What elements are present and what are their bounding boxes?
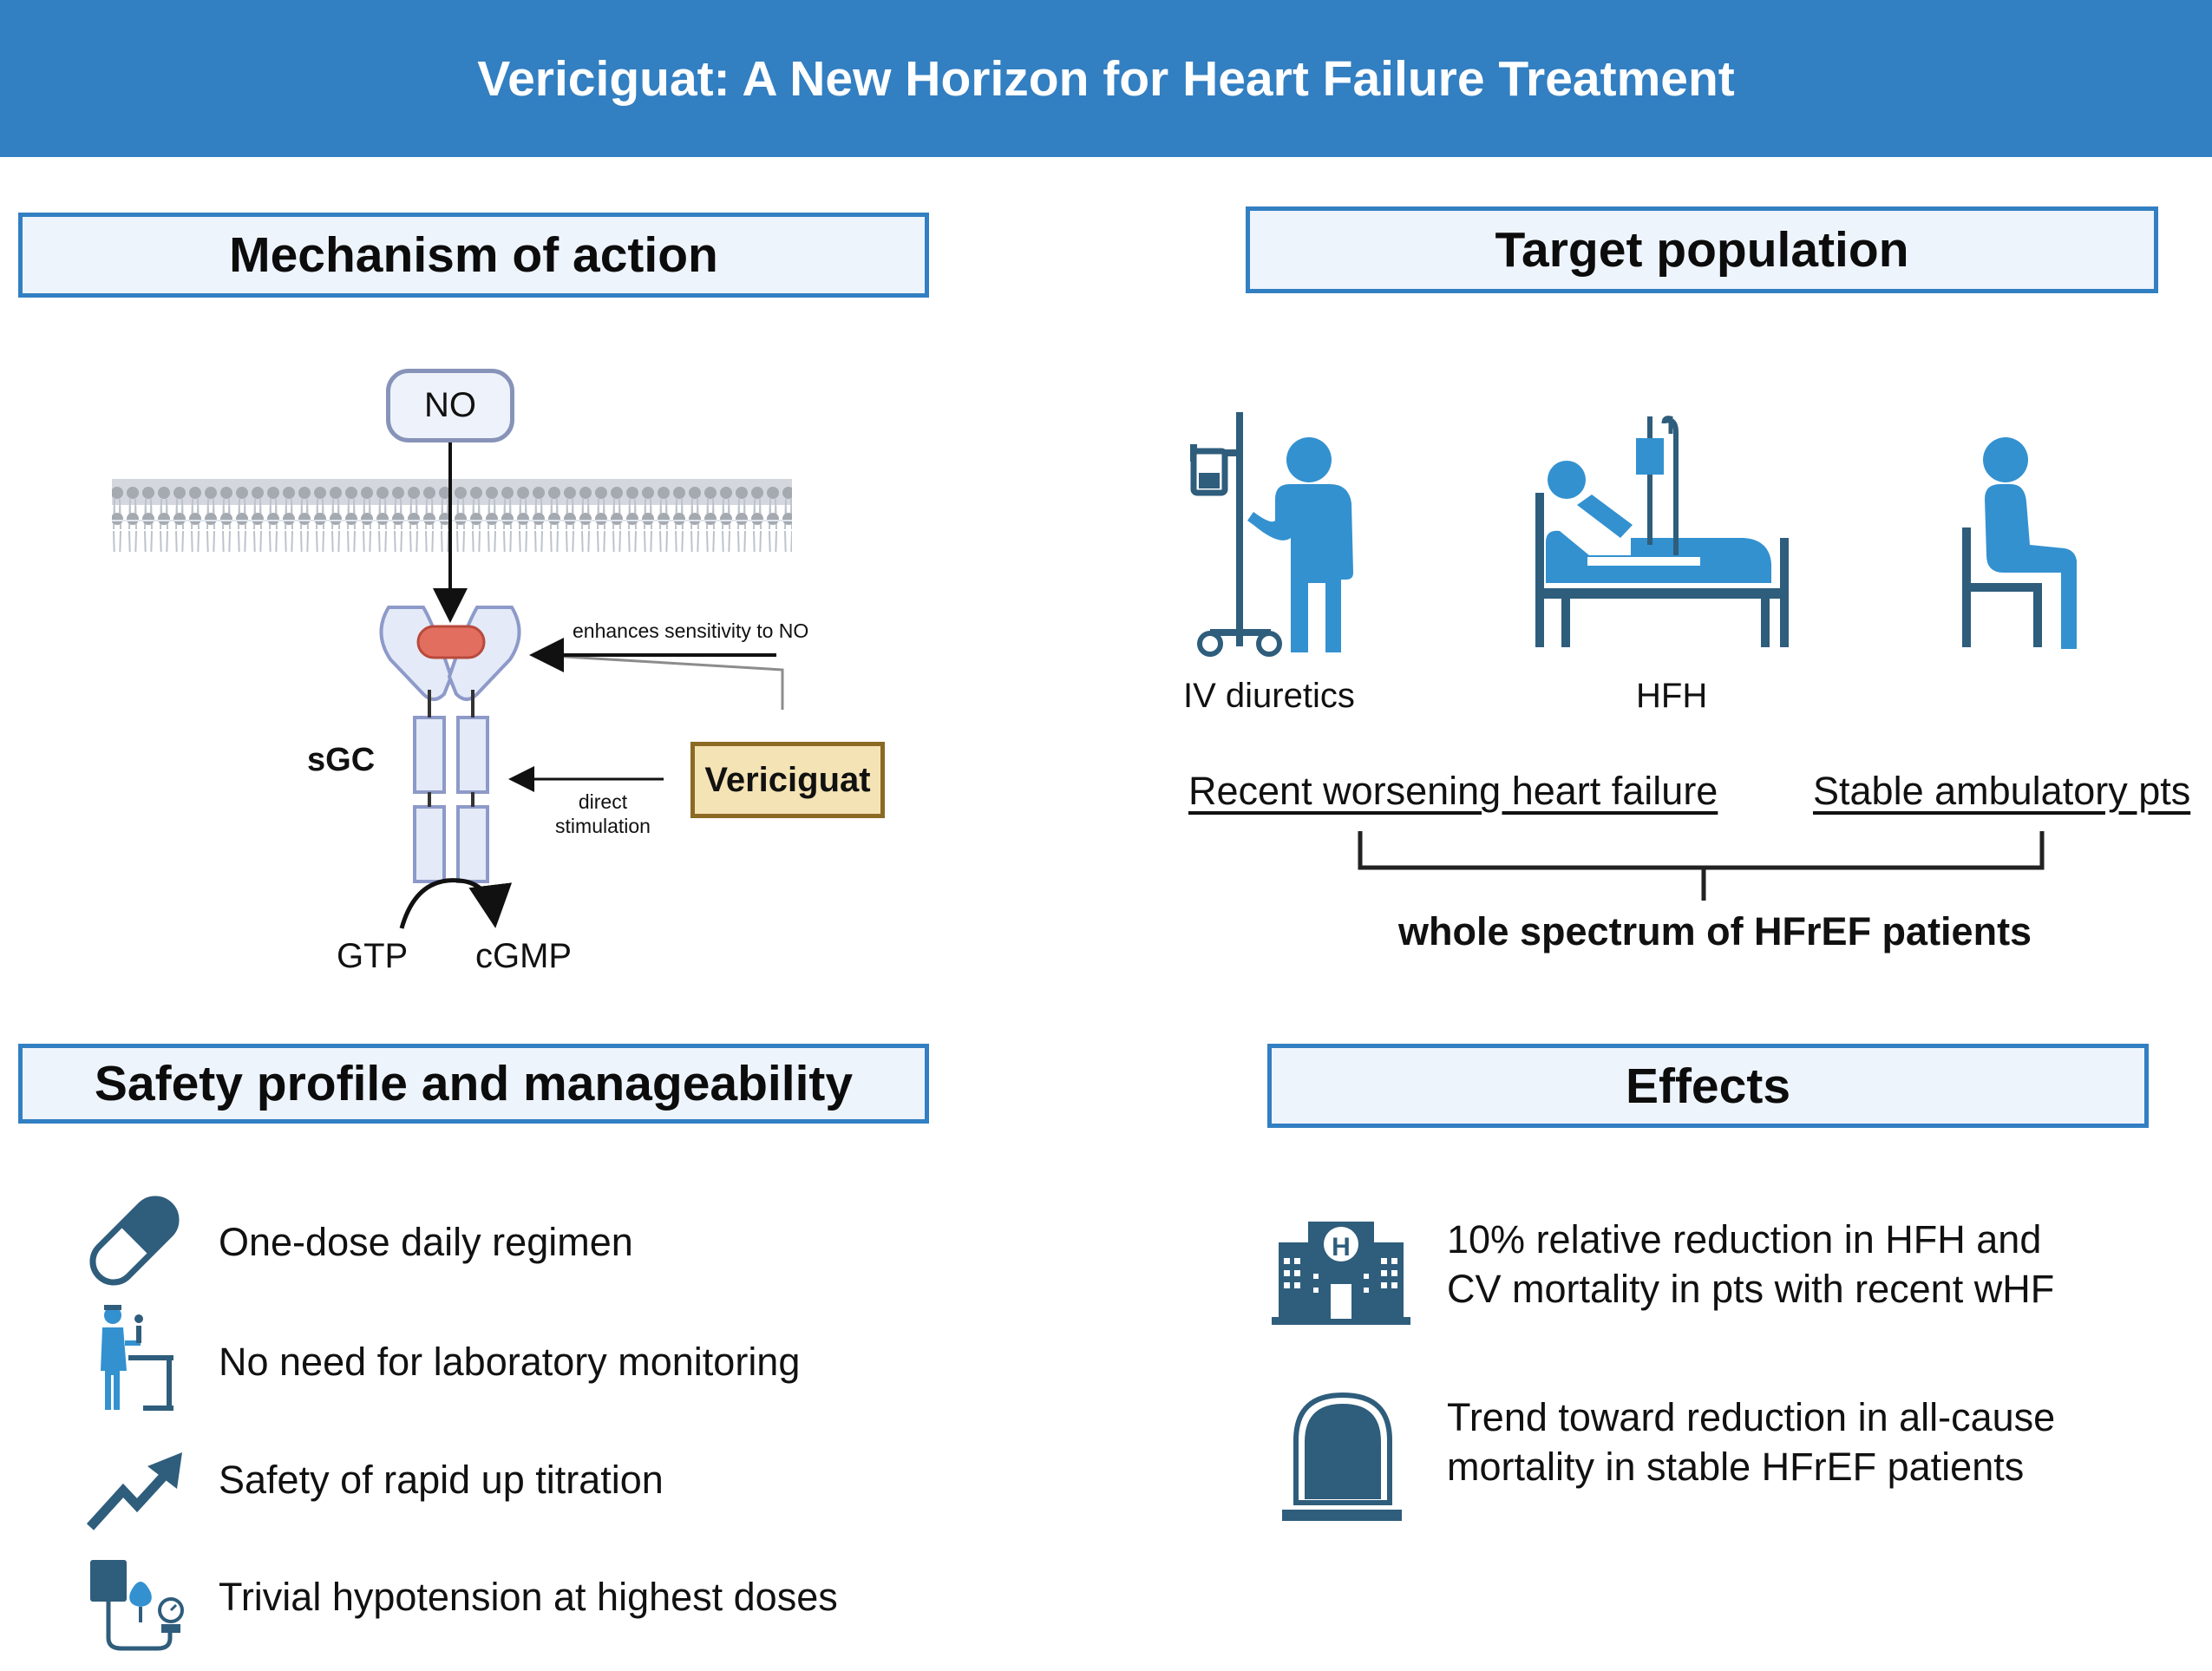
- effect-item: Trend toward reduction in all-cause mort…: [1447, 1395, 2056, 1489]
- target-section-header: Target population: [1246, 206, 2158, 293]
- svg-text:H: H: [1332, 1233, 1351, 1261]
- effect-item: 10% relative reduction in HFH and CV mor…: [1447, 1217, 2055, 1311]
- effects-section-header: Effects: [1267, 1044, 2149, 1128]
- mechanism-section-header: Mechanism of action: [18, 213, 929, 298]
- no-label: NO: [424, 386, 476, 424]
- hospital-bed-patient-icon: [1535, 416, 1789, 647]
- safety-item: No need for laboratory monitoring: [219, 1340, 801, 1384]
- sgc-label: sGC: [307, 742, 376, 778]
- cgmp-label: cGMP: [475, 937, 573, 975]
- title-banner: Vericiguat: A New Horizon for Heart Fail…: [0, 0, 2212, 157]
- stable-ambulatory-label: Stable ambulatory pts: [1813, 769, 2191, 813]
- iv-pole-patient-icon: [1190, 412, 1353, 657]
- recent-worsening-label: Recent worsening heart failure: [1188, 769, 1718, 813]
- sgc-linkers: [428, 690, 474, 807]
- mechanism-title: Mechanism of action: [229, 227, 718, 283]
- safety-item: Safety of rapid up titration: [219, 1458, 664, 1502]
- spectrum-label: whole spectrum of HFrEF patients: [1398, 909, 2032, 953]
- tombstone-icon: [1282, 1392, 1402, 1521]
- safety-item: One-dose daily regimen: [219, 1220, 633, 1264]
- population-bracket: [1358, 831, 2045, 870]
- safety-title: Safety profile and manageability: [94, 1056, 854, 1111]
- safety-section-header: Safety profile and manageability: [18, 1044, 929, 1124]
- direct-stimulation-label: direct stimulation: [555, 790, 651, 837]
- rising-trend-arrow-icon: [86, 1452, 182, 1530]
- effects-title: Effects: [1625, 1058, 1791, 1114]
- blood-pressure-monitor-icon: [90, 1560, 184, 1651]
- safety-item: Trivial hypotension at highest doses: [219, 1575, 838, 1619]
- vericiguat-box: Vericiguat: [690, 742, 885, 818]
- enhances-label: enhances sensitivity to NO: [573, 619, 809, 642]
- enhances-connector: [535, 653, 784, 710]
- page-title: Vericiguat: A New Horizon for Heart Fail…: [477, 50, 1735, 107]
- no-molecule-box: NO: [386, 369, 514, 442]
- hospital-icon: H: [1272, 1222, 1410, 1325]
- iv-diuretics-label: IV diuretics: [1183, 677, 1355, 715]
- vericiguat-label: Vericiguat: [704, 760, 871, 799]
- seated-patient-icon: [1962, 437, 2077, 649]
- lab-technician-icon: [101, 1305, 173, 1411]
- pill-icon: [89, 1196, 180, 1286]
- gtp-cgmp-arrow: [399, 878, 513, 929]
- gtp-label: GTP: [337, 937, 409, 975]
- hfh-label: HFH: [1636, 677, 1708, 715]
- target-title: Target population: [1495, 222, 1909, 278]
- heme-group: [416, 625, 486, 659]
